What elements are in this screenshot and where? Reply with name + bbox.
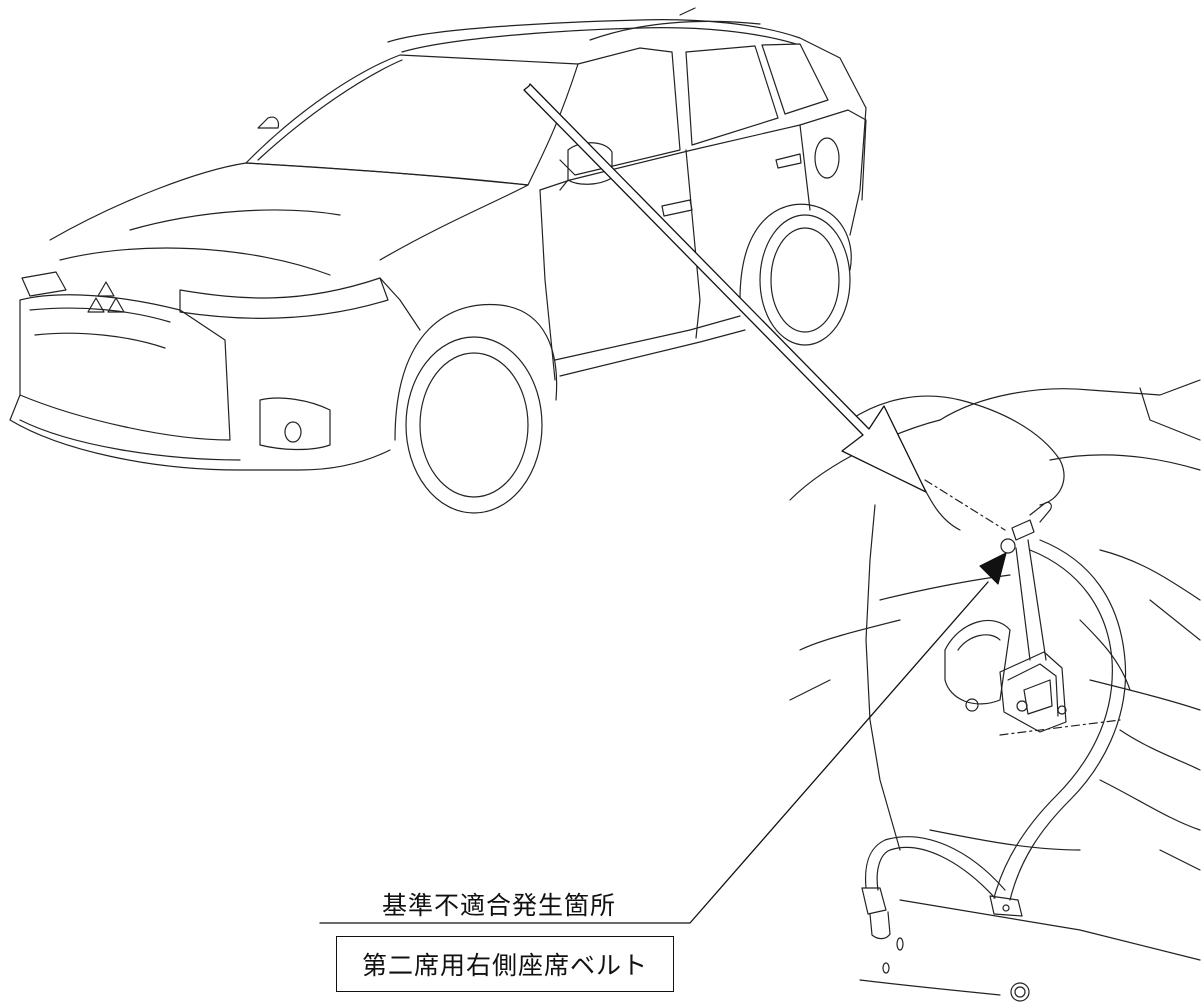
seat-belt-installation-illustration [789, 379, 1201, 1002]
part-name-label: 第二席用右側座席ベルト [361, 951, 648, 980]
suv-vehicle-illustration [9, 7, 867, 514]
location-pointer-arrow [523, 83, 927, 493]
defect-leader-line [319, 552, 1007, 924]
part-name-box: 第二席用右側座席ベルト [336, 936, 674, 992]
defect-location-label: 基準不適合発生箇所 [382, 891, 617, 920]
